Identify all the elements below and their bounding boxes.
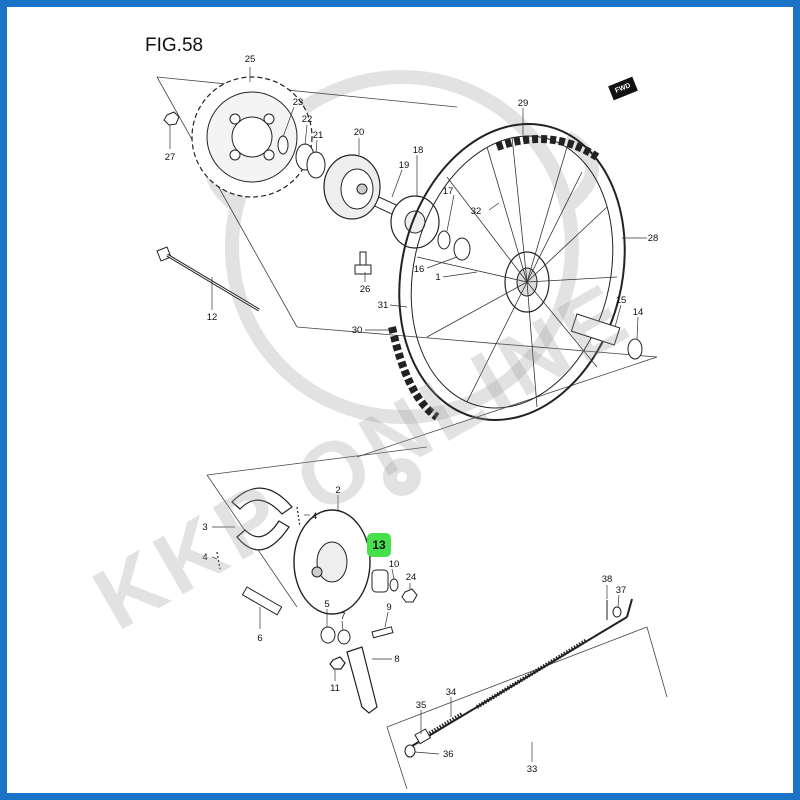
callout-28: 28: [648, 233, 659, 244]
callout-24: 24: [406, 572, 417, 583]
callout-25: 25: [245, 54, 256, 65]
callout-17: 17: [443, 186, 454, 197]
callout-26: 26: [360, 284, 371, 295]
brake-panel: [293, 509, 371, 615]
damper-18: [390, 195, 440, 249]
figure-title: FIG.58: [145, 35, 204, 56]
callout-32: 32: [471, 206, 482, 217]
callout-3: 3: [202, 522, 207, 533]
callout-10: 10: [389, 559, 400, 570]
callout-20: 20: [354, 127, 365, 138]
highlighted-part-13: 13: [367, 533, 391, 557]
brake-arm: [329, 646, 378, 714]
callout-30: 30: [352, 325, 363, 336]
axle-spacers: [437, 230, 643, 360]
brake-small-parts: [320, 626, 394, 645]
axle-12: [156, 246, 260, 312]
callout-35: 35: [416, 700, 427, 711]
callout-37: 37: [616, 585, 627, 596]
leader-lines: [169, 67, 647, 762]
callout-16: 16: [414, 264, 425, 275]
callout-2: 2: [335, 485, 340, 496]
bolt-26: [354, 251, 372, 275]
brake-shoes: [216, 487, 301, 570]
callout-4-lower: 4: [202, 552, 207, 563]
nut-27: [163, 111, 180, 126]
callout-1: 1: [435, 272, 440, 283]
parts-diagram: 25 23 22 21 27 20 19 18 17 29 32 28 16 1…: [156, 54, 668, 790]
callout-36: 36: [443, 749, 454, 760]
callout-29: 29: [518, 98, 529, 109]
callout-6: 6: [257, 633, 262, 644]
callout-31: 31: [378, 300, 389, 311]
callout-8: 8: [394, 654, 399, 665]
sprocket-hub: [323, 154, 381, 220]
callout-18: 18: [413, 145, 424, 156]
bearing-washers: [277, 135, 326, 179]
brake-rod: [404, 598, 633, 758]
callout-22: 22: [302, 114, 313, 125]
brake-cam: [241, 586, 283, 616]
callout-23: 23: [293, 97, 304, 108]
rear-wheel: [388, 123, 626, 421]
callout-12: 12: [207, 312, 218, 323]
callout-labels: 25 23 22 21 27 20 19 18 17 29 32 28 16 1…: [165, 54, 659, 775]
callout-33: 33: [527, 764, 538, 775]
callout-34: 34: [446, 687, 457, 698]
callout-38: 38: [602, 574, 613, 585]
callout-27: 27: [165, 152, 176, 163]
spacer-13: [371, 569, 418, 603]
callout-14: 14: [633, 307, 644, 318]
callout-7: 7: [340, 611, 345, 622]
callout-11: 11: [330, 683, 340, 694]
callout-19: 19: [399, 160, 410, 171]
sprocket: [191, 76, 313, 198]
callout-15: 15: [616, 295, 627, 306]
callout-5: 5: [324, 599, 329, 610]
callout-4-upper: 4: [312, 511, 317, 522]
callout-9: 9: [386, 602, 391, 613]
mascot-watermark: [205, 70, 599, 496]
callout-21: 21: [313, 130, 324, 141]
